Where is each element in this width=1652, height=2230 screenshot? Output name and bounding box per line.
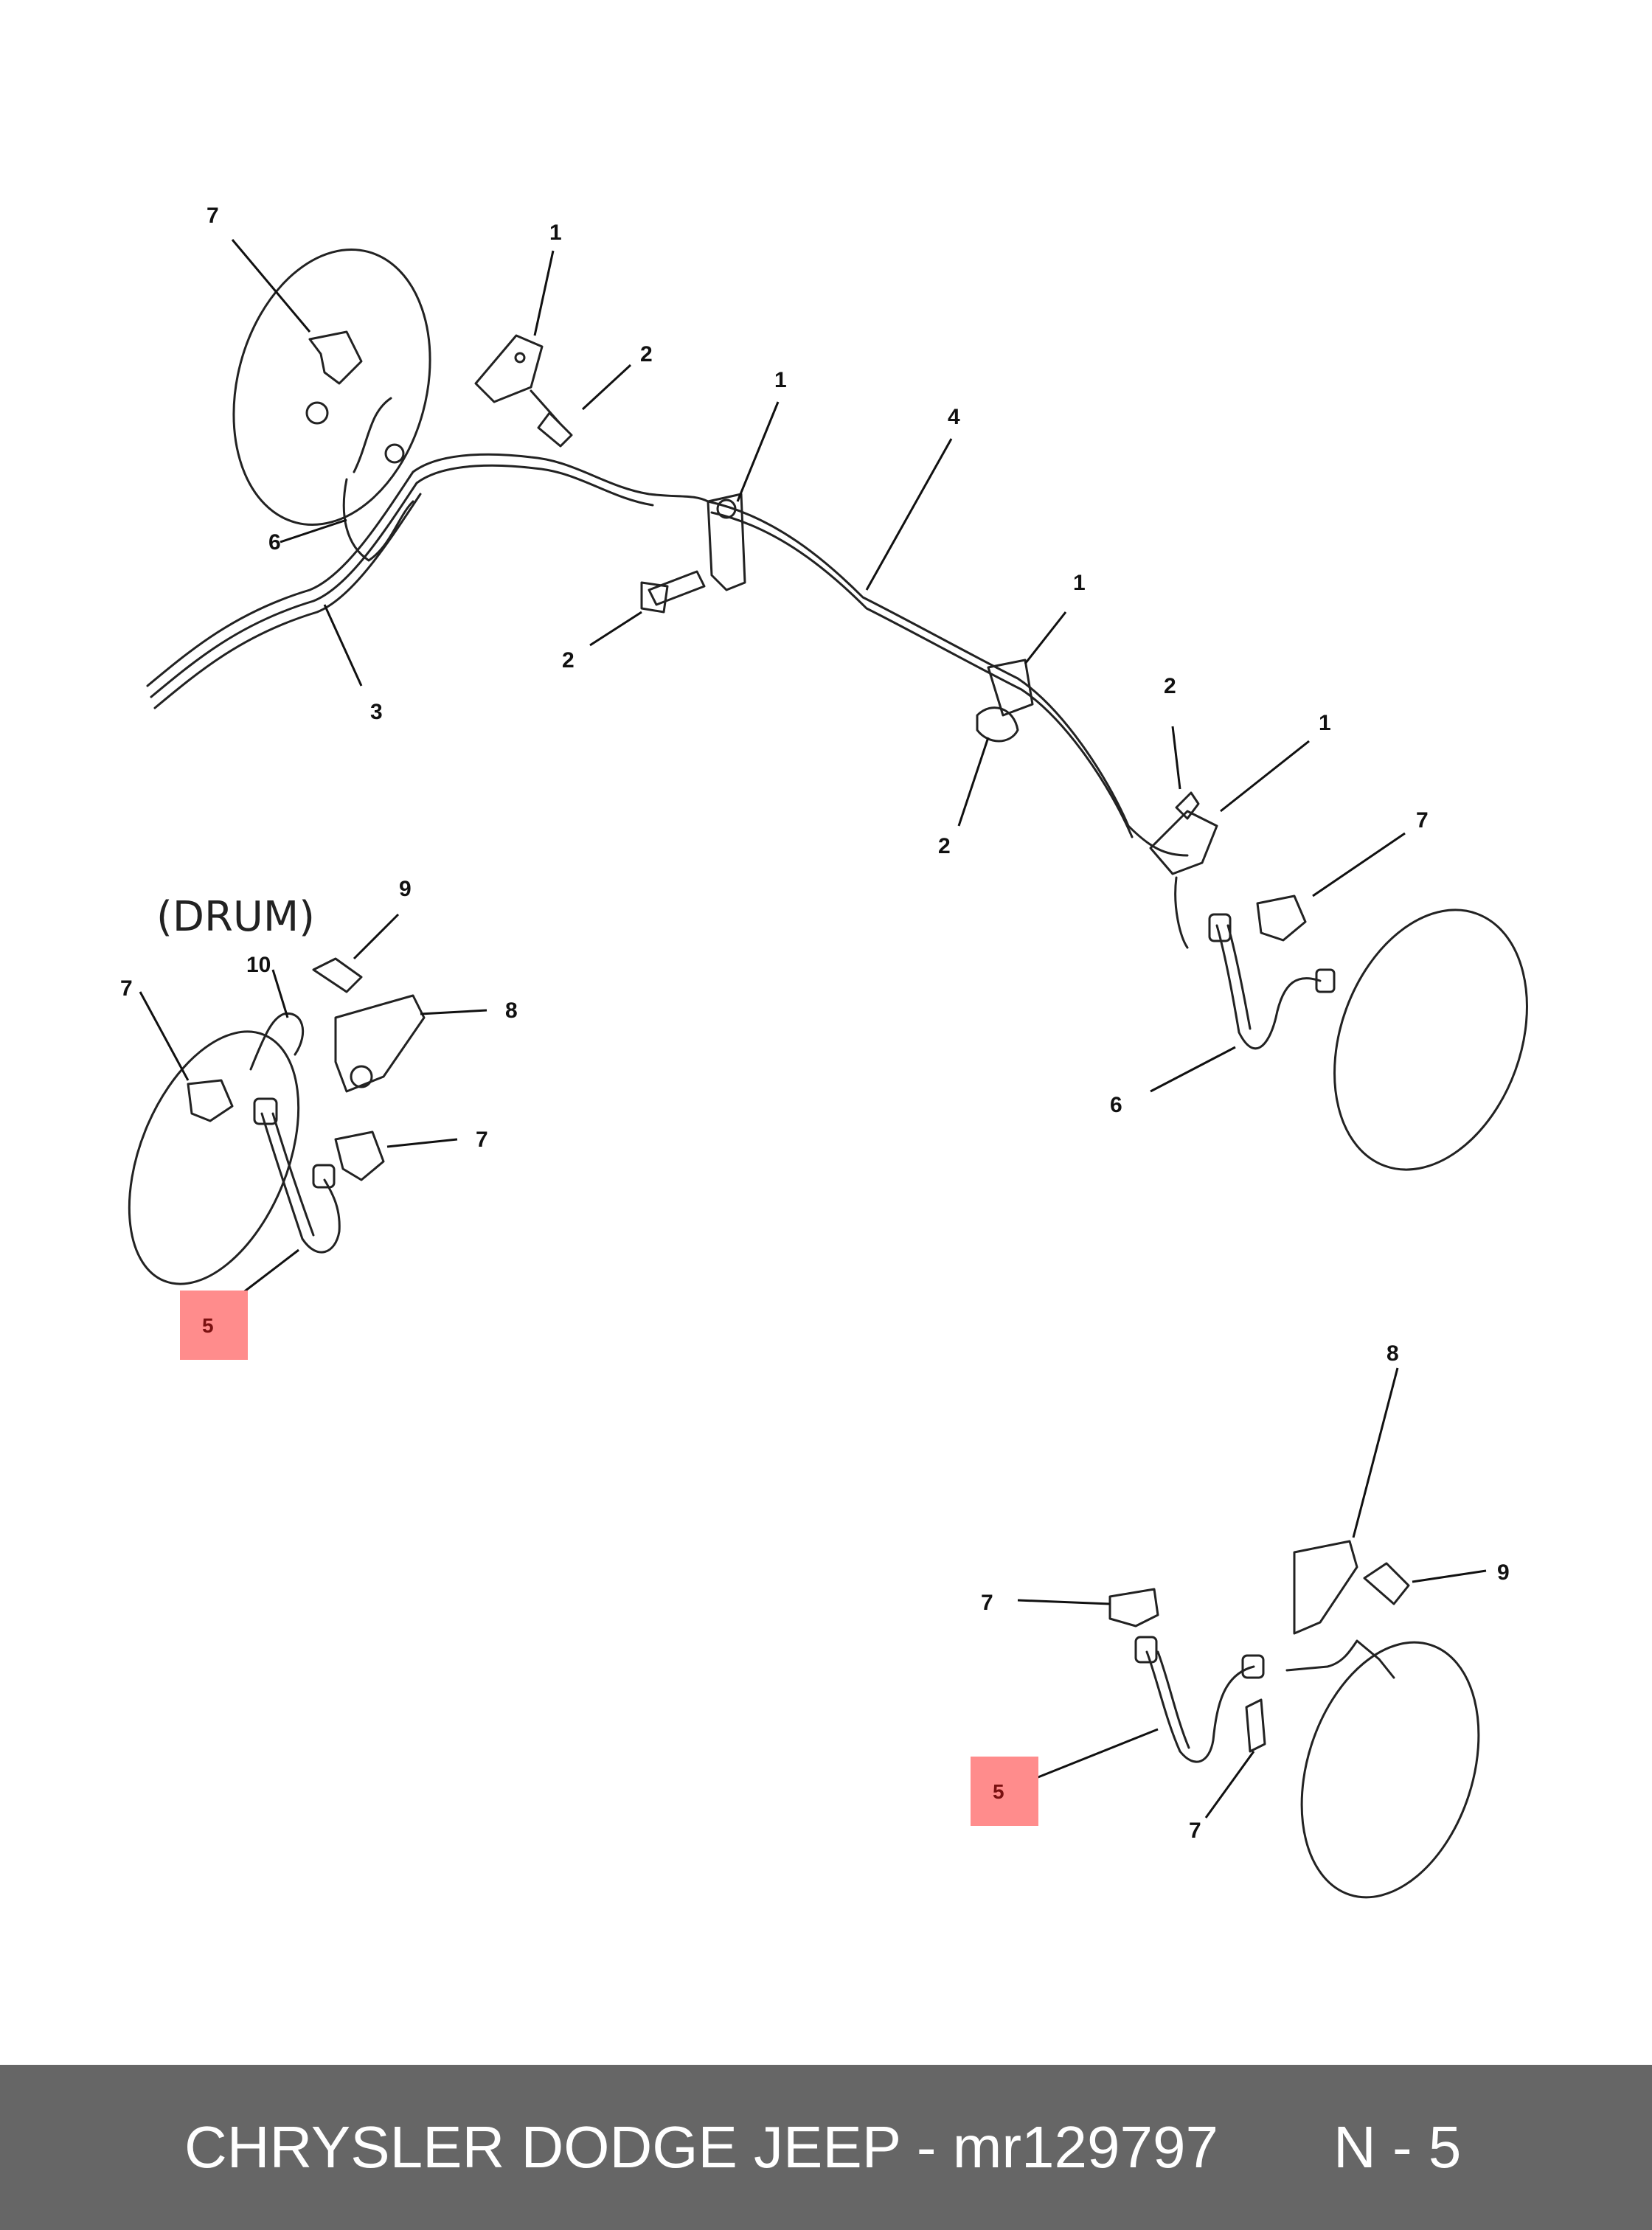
callout-7: 7	[476, 1128, 488, 1152]
clip-7-lower-bottom	[1245, 1698, 1266, 1753]
brake-hose-6-right	[1215, 924, 1322, 1050]
callout-1: 1	[774, 368, 787, 392]
callout-6: 6	[1110, 1093, 1122, 1117]
callout-2: 2	[562, 648, 575, 673]
highlight-5-drum	[180, 1291, 248, 1360]
drum-label: (DRUM)	[156, 893, 315, 941]
callout-5-lower: 5	[993, 1780, 1004, 1803]
drum-outline	[128, 1030, 300, 1285]
callout-7: 7	[1189, 1819, 1201, 1843]
callout-8: 8	[505, 998, 518, 1023]
bracket-8-drum	[334, 994, 426, 1093]
clip-7-drum-right	[334, 1130, 385, 1181]
clamp-1-right	[987, 659, 1034, 717]
footer-page-number: N - 5	[1333, 2114, 1462, 2180]
callout-7: 7	[120, 976, 133, 1001]
fitting	[384, 443, 405, 464]
callout-1: 1	[1319, 711, 1331, 735]
clip-7-right	[1256, 895, 1307, 942]
callout-6: 6	[268, 530, 281, 555]
callout-2: 2	[640, 342, 653, 367]
callout-8: 8	[1386, 1341, 1399, 1366]
callout-4: 4	[948, 405, 960, 429]
bracket-8-lower	[1293, 1540, 1358, 1635]
brake-line-3	[146, 453, 709, 687]
brake-hose-5-lower	[1145, 1650, 1255, 1763]
bolt-2-far-right	[1175, 791, 1200, 820]
callout-9: 9	[399, 877, 412, 901]
callout-5-drum: 5	[202, 1314, 214, 1337]
bolt-9-drum	[312, 957, 363, 993]
tube-lower	[1285, 1639, 1395, 1679]
clamp-1-far-right	[1149, 810, 1218, 875]
callout-9: 9	[1497, 1560, 1510, 1585]
bolt-2-middle	[648, 570, 706, 606]
clip-7-lower-top	[1108, 1588, 1159, 1628]
callout-2: 2	[938, 834, 951, 858]
brake-hose-5-drum	[260, 1112, 341, 1254]
brake-disc-outline-right	[1333, 909, 1528, 1171]
clamp-1-middle	[707, 493, 746, 591]
bolt-2-upper	[530, 389, 573, 448]
brake-line-4	[707, 500, 1189, 857]
callout-3: 3	[370, 700, 383, 724]
callout-7: 7	[1416, 808, 1429, 833]
callout-2: 2	[1164, 674, 1176, 698]
callout-7: 7	[206, 204, 219, 228]
highlight-5-lower	[971, 1757, 1038, 1826]
bolt-2-right	[976, 706, 1019, 743]
footer-bar: CHRYSLER DODGE JEEP - mr129797 N - 5	[0, 2065, 1652, 2230]
brake-disc-outline-left	[232, 249, 431, 526]
bolt-9-lower	[1363, 1562, 1410, 1605]
brake-disc-outline-lower	[1300, 1641, 1480, 1899]
callout-7: 7	[981, 1591, 993, 1615]
brake-line-exploded-diagram: (DRUM) 7 1 2 1 4 1 2 1 7 6 6 3 2 2 9 10 …	[120, 204, 1528, 1899]
fitting	[305, 401, 329, 425]
footer-title: CHRYSLER DODGE JEEP - mr129797	[184, 2114, 1218, 2180]
callout-10: 10	[246, 953, 271, 977]
clip-7-drum-left	[187, 1079, 234, 1122]
brake-hose-6-left	[342, 478, 414, 562]
callout-1: 1	[1073, 571, 1086, 595]
tube-10-drum	[249, 1012, 305, 1071]
bracket-1-upper	[474, 334, 544, 403]
callout-1: 1	[549, 220, 562, 245]
clip-7-upper-left	[308, 330, 363, 385]
